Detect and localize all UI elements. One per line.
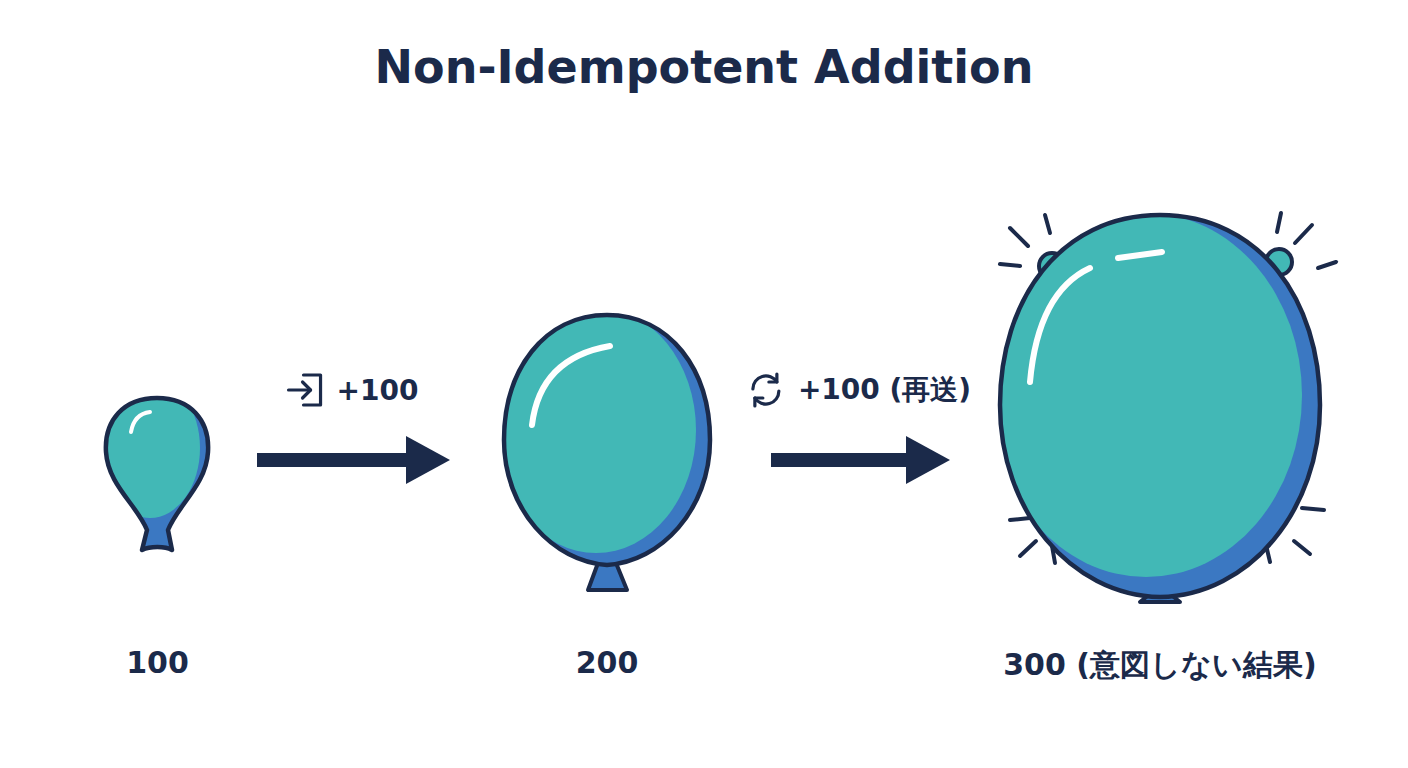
arrow-connector — [771, 436, 950, 484]
arrow-head — [906, 436, 950, 484]
edge-label: +100 — [335, 374, 421, 407]
retry-icon — [753, 374, 779, 406]
arrow-shaft — [257, 453, 408, 467]
burst-stroke — [1020, 541, 1036, 556]
burst-stroke — [1000, 264, 1020, 266]
burst-stroke — [1302, 508, 1324, 510]
balloon-highlight — [1118, 252, 1162, 258]
value-label: 100 — [70, 645, 245, 680]
balloon-node: 300 (意図しない結果) — [955, 200, 1365, 700]
value-label: 300 (意図しない結果) — [955, 645, 1365, 686]
balloon-outline — [1000, 215, 1320, 597]
balloon-illustration — [955, 200, 1365, 700]
balloon-highlight — [131, 412, 150, 432]
balloon-node: 100 — [70, 200, 245, 700]
balloon-highlight — [1030, 268, 1090, 382]
diagram-title: Non-Idempotent Addition — [0, 40, 1408, 94]
arrow-connector — [257, 436, 450, 484]
burst-stroke — [1318, 262, 1336, 268]
balloon-node: 200 — [455, 200, 759, 700]
burst-stroke — [1295, 225, 1312, 243]
burst-stroke — [1010, 518, 1030, 520]
burst-stroke — [1045, 215, 1050, 233]
burst-stroke — [1277, 213, 1281, 232]
balloon-outline — [504, 315, 710, 565]
balloon-highlight — [532, 346, 610, 425]
arrow-head — [406, 436, 450, 484]
burst-stroke — [1294, 541, 1310, 554]
burst-stroke — [1010, 228, 1028, 246]
value-label: 200 — [455, 645, 759, 680]
balloon-outline — [106, 398, 208, 550]
balloon-illustration — [455, 200, 759, 700]
send-icon — [289, 375, 321, 405]
balloon-light-side — [990, 213, 1302, 577]
balloon-illustration — [70, 200, 245, 700]
edge-label: +100 (再送) — [796, 371, 973, 409]
arrow-shaft — [771, 453, 908, 467]
